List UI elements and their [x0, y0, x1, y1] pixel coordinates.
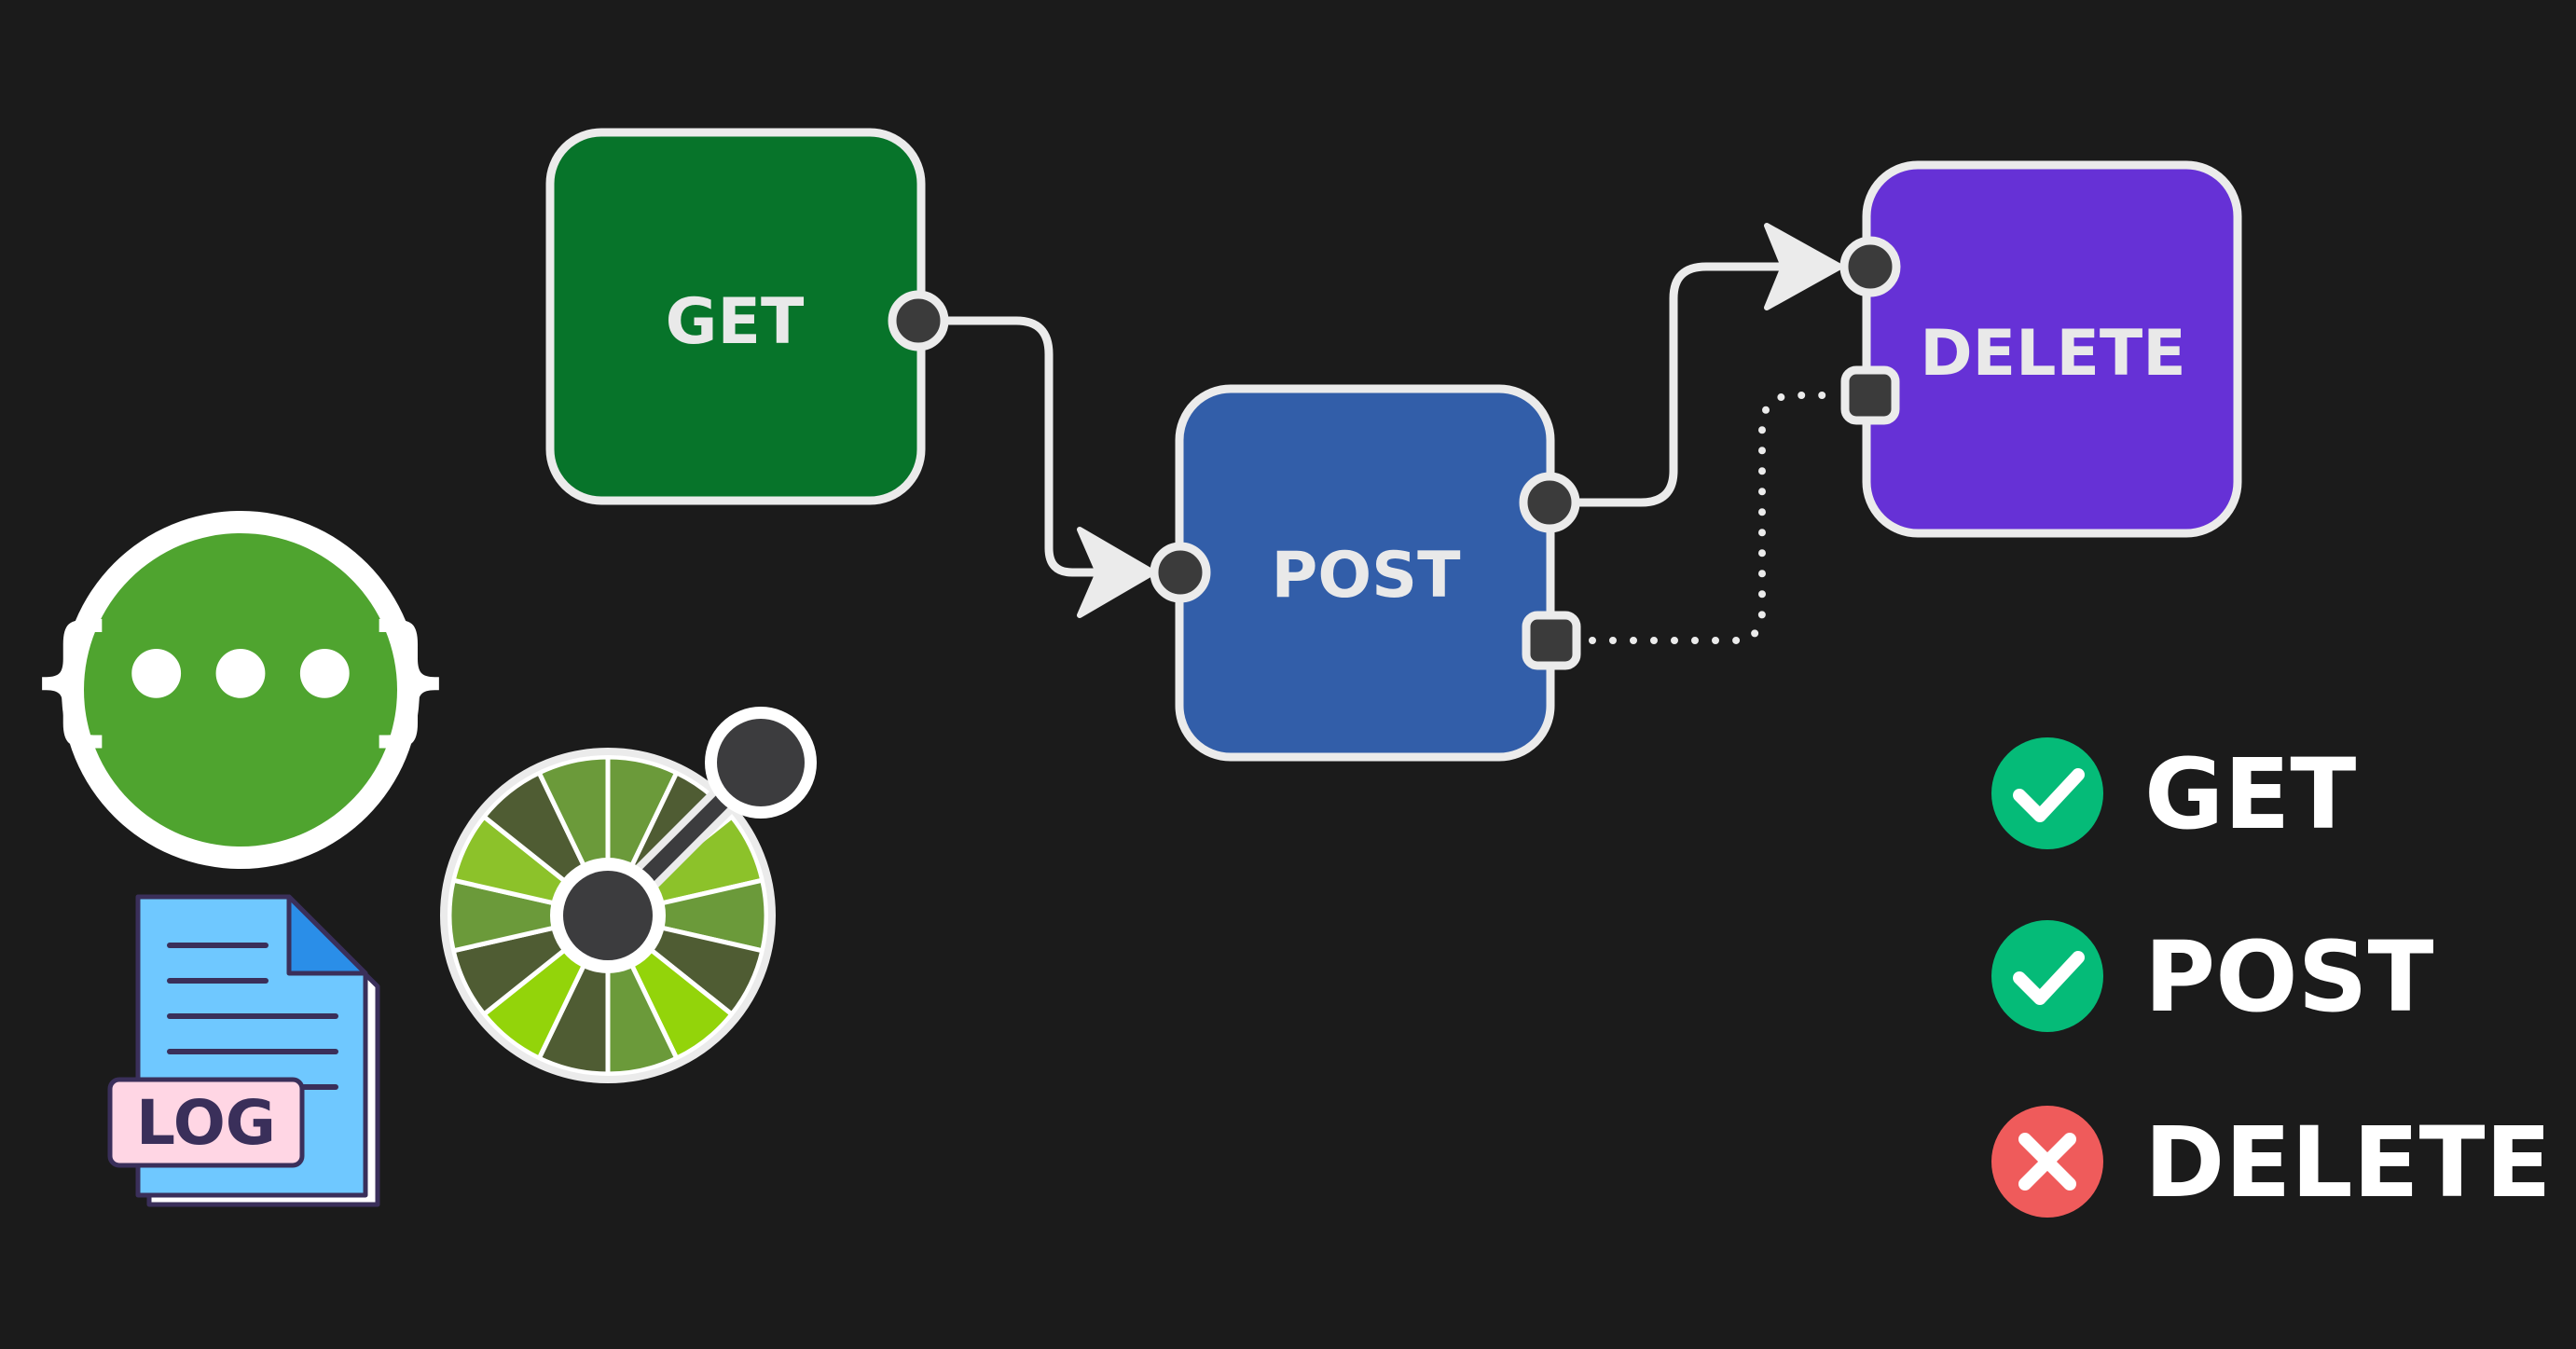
node-delete-label: DELETE	[1920, 317, 2186, 391]
legend-row-delete: DELETE	[1991, 1106, 2552, 1219]
legend: GET POST DELETE	[1991, 737, 2552, 1219]
swagger-glyph: {•••}	[30, 597, 451, 759]
legend-label-get: GET	[2144, 737, 2356, 851]
node-get-label: GET	[666, 285, 805, 359]
openapi-sectors	[447, 754, 769, 1077]
legend-row-post: POST	[1991, 920, 2434, 1034]
node-delete-input-port[interactable]	[1839, 236, 1901, 297]
check-circle-icon	[1991, 920, 2103, 1032]
log-file-icon: LOG	[107, 894, 380, 1207]
edge-post-to-delete-dotted	[1589, 392, 1840, 644]
log-file-tag: LOG	[136, 1087, 276, 1159]
node-delete-error-port[interactable]	[1840, 365, 1900, 425]
node-post-output-port[interactable]	[1519, 472, 1580, 533]
node-delete[interactable]: DELETE	[1839, 160, 2242, 538]
edges	[944, 262, 1840, 644]
legend-label-delete: DELETE	[2144, 1106, 2552, 1219]
legend-row-get: GET	[1991, 737, 2356, 851]
check-circle-icon	[1991, 737, 2103, 849]
node-post[interactable]: POST	[1150, 384, 1581, 762]
openapi-icon	[440, 707, 817, 1083]
node-post-label: POST	[1271, 539, 1461, 613]
edge-post-to-delete	[1567, 262, 1818, 507]
arrowhead-post	[1077, 527, 1156, 618]
node-post-input-port[interactable]	[1150, 542, 1211, 603]
node-get[interactable]: GET	[545, 128, 949, 505]
arrowhead-delete	[1764, 223, 1843, 310]
edge-get-to-post	[944, 316, 1133, 577]
legend-label-post: POST	[2144, 920, 2434, 1034]
node-post-error-port[interactable]	[1522, 611, 1581, 670]
node-get-output-port[interactable]	[888, 290, 949, 351]
swagger-icon: {•••}	[30, 511, 451, 869]
